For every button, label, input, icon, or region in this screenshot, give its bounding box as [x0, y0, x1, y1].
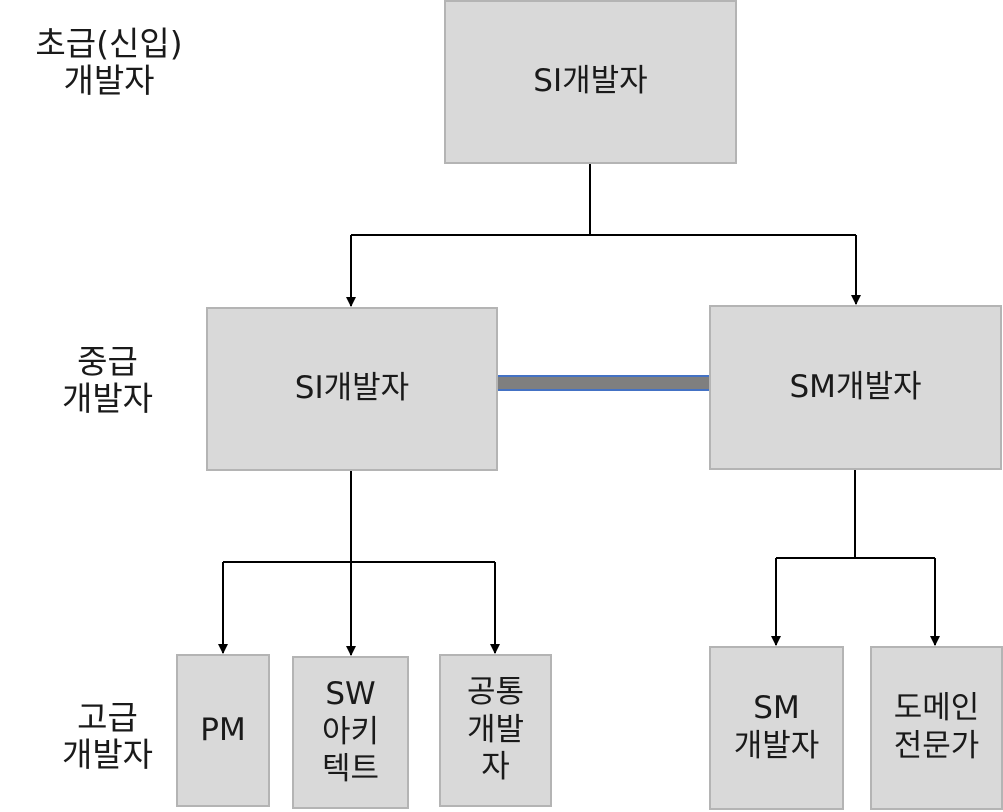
box-pm-label: PM — [200, 711, 246, 748]
level-junior-line1: 초급(신입) — [35, 24, 183, 63]
level-label-middle: 중급 개발자 — [40, 342, 175, 418]
box-common-dev-line3: 자 — [481, 749, 510, 786]
level-middle-line2: 개발자 — [61, 378, 154, 418]
mid-si-to-senior-connector — [218, 471, 500, 656]
box-common-developer: 공통 개발 자 — [439, 654, 552, 807]
box-sm-dev-line1: SM — [753, 690, 800, 727]
double-arrow-icon — [470, 363, 738, 403]
box-sm-developer: SM 개발자 — [709, 646, 844, 810]
level-label-junior: 초급(신입) 개발자 — [14, 24, 204, 100]
box-sw-architect-line3: 텍트 — [321, 751, 380, 788]
level-senior-line1: 고급 — [77, 698, 138, 737]
level-senior-line2: 개발자 — [61, 734, 154, 774]
box-common-dev-line2: 개발 — [466, 711, 525, 748]
level-middle-line1: 중급 — [77, 342, 138, 381]
box-sw-architect-line2: 아키 — [321, 713, 380, 750]
level-junior-line2: 개발자 — [63, 60, 155, 100]
box-top-si-developer: SI개발자 — [444, 0, 737, 164]
mid-sm-to-senior-connector — [771, 470, 940, 646]
box-domain-expert-line1: 도메인 — [893, 690, 980, 727]
box-domain-expert-line2: 전문가 — [893, 728, 980, 764]
box-sw-architect-line1: SW — [325, 675, 376, 712]
box-pm: PM — [176, 654, 270, 807]
box-top-si-label: SI개발자 — [533, 63, 648, 100]
top-to-middle-connector — [346, 163, 861, 307]
box-sw-architect: SW 아키 텍트 — [292, 656, 409, 809]
box-mid-sm-label: SM개발자 — [789, 368, 922, 405]
box-mid-si-developer: SI개발자 — [206, 307, 498, 471]
level-label-senior: 고급 개발자 — [40, 698, 175, 774]
box-domain-expert: 도메인 전문가 — [870, 646, 1003, 810]
box-mid-si-label: SI개발자 — [294, 370, 410, 407]
box-sm-dev-line2: 개발자 — [733, 728, 820, 764]
box-common-dev-line1: 공통 — [466, 673, 525, 710]
box-mid-sm-developer: SM개발자 — [709, 305, 1002, 470]
